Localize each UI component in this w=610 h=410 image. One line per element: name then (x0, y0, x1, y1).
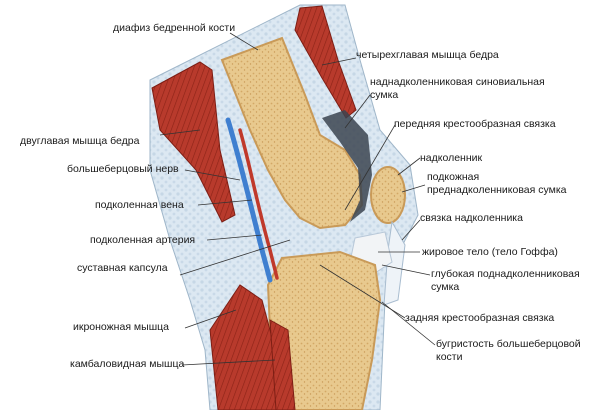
label-tibial-tuberosity-line2: кости (436, 351, 463, 363)
popliteal-vein (225, 117, 273, 283)
label-gastrocnemius: икроножная мышца (73, 321, 169, 333)
label-acl: передняя крестообразная связка (394, 118, 556, 130)
label-popliteal-vein: подколенная вена (95, 199, 184, 211)
label-femur-shaft: диафиз бедренной кости (113, 22, 236, 34)
soleus-muscle (269, 319, 296, 410)
popliteal-artery (238, 128, 279, 280)
label-suprapatellar-bursa-line2: сумка (370, 89, 399, 101)
label-suprapatellar-bursa-line1: наднадколенниковая синовиальная (370, 76, 545, 88)
label-deep-infrapatellar-bursa-line1: глубокая поднадколенниковая (431, 268, 580, 280)
label-patellar-ligament: связка надколенника (420, 212, 523, 224)
label-joint-capsule: суставная капсула (77, 262, 168, 274)
label-soleus: камбаловидная мышца (70, 358, 185, 370)
patella-bone (370, 166, 406, 224)
label-patella: надколенник (420, 152, 483, 164)
label-prepatellar-bursa-line2: преднадколенниковая сумка (427, 184, 567, 196)
patellar-ligament (383, 220, 406, 306)
leader-lines (159, 32, 436, 366)
label-pcl: задняя крестообразная связка (405, 312, 555, 324)
label-biceps-femoris: двуглавая мышца бедра (20, 135, 140, 147)
label-tibial-nerve: большеберцовый нерв (67, 163, 179, 175)
label-quadriceps: четырехглавая мышца бедра (356, 49, 499, 61)
tibia-bone (266, 250, 382, 410)
label-prepatellar-bursa-line1: подкожная (427, 171, 480, 183)
biceps-femoris-muscle (151, 61, 236, 223)
label-deep-infrapatellar-bursa-line2: сумка (431, 281, 460, 293)
label-hoffa-fat-pad: жировое тело (тело Гоффа) (422, 246, 558, 258)
quadriceps-muscle (294, 5, 357, 119)
label-popliteal-artery: подколенная артерия (90, 234, 196, 246)
synovial-cavity (322, 110, 372, 222)
label-tibial-tuberosity-line1: бугристость большеберцовой (436, 338, 581, 350)
